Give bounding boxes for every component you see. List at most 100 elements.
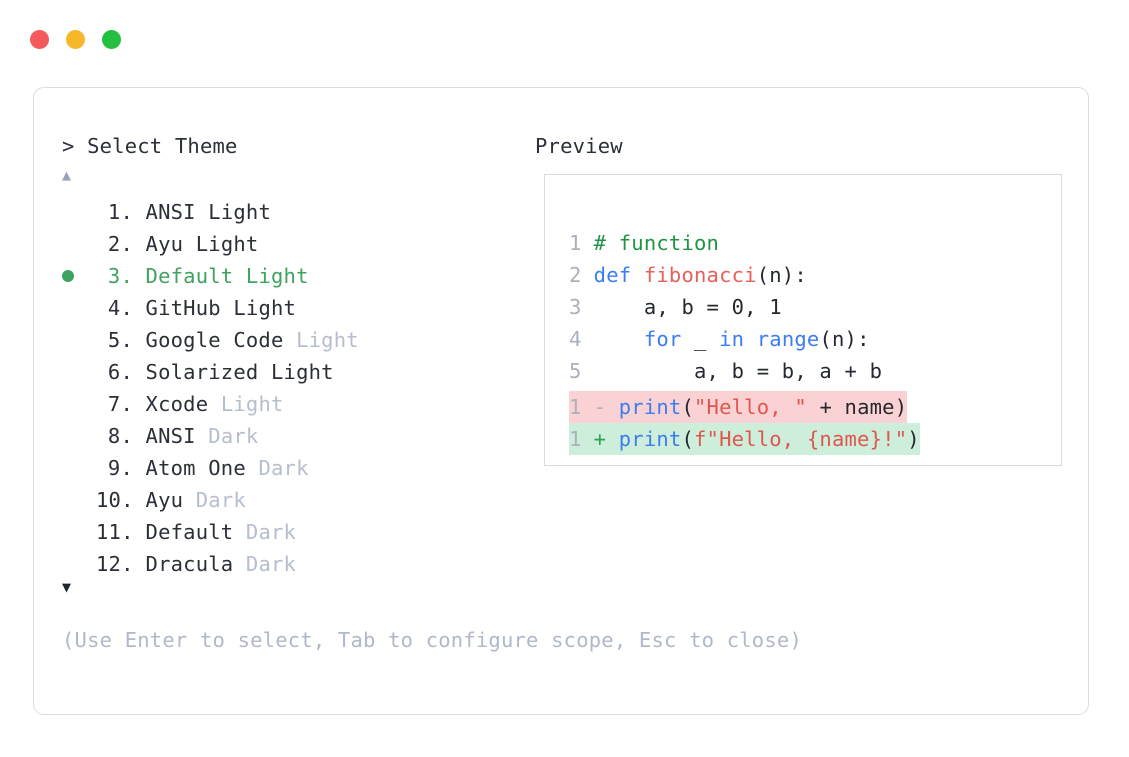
theme-option-name: Dracula xyxy=(133,552,246,576)
theme-option-variant: Light xyxy=(195,232,259,256)
theme-option-number: 3. xyxy=(107,264,134,288)
theme-option-12[interactable]: 12. Dracula Dark xyxy=(34,548,514,580)
theme-option-variant: Dark xyxy=(208,424,259,448)
theme-option-label: 4. GitHub Light xyxy=(96,292,296,324)
diff-token: ( xyxy=(681,395,695,419)
theme-option-label: 11. Default Dark xyxy=(96,516,296,548)
theme-option-name: Solarized xyxy=(133,360,271,384)
theme-option-label: 5. Google Code Light xyxy=(96,324,359,356)
theme-option-2[interactable]: 2. Ayu Light xyxy=(34,228,514,260)
code-line: 5 a, b = b, a + b xyxy=(569,355,882,387)
code-token: (n): xyxy=(756,263,807,287)
code-line: 1 # function xyxy=(569,227,882,259)
code-line: 4 for _ in range(n): xyxy=(569,323,882,355)
theme-option-number: 7. xyxy=(107,392,134,416)
code-token: (n): xyxy=(819,327,870,351)
theme-option-label: 8. ANSI Dark xyxy=(96,420,258,452)
theme-option-name: Google Code xyxy=(133,328,297,352)
window-titlebar xyxy=(30,30,121,49)
theme-option-5[interactable]: 5. Google Code Light xyxy=(34,324,514,356)
theme-option-label: 7. Xcode Light xyxy=(96,388,284,420)
theme-option-number: 1. xyxy=(107,200,134,224)
code-token: for xyxy=(643,327,682,351)
code-line-number: 1 xyxy=(569,231,582,255)
theme-option-6[interactable]: 6. Solarized Light xyxy=(34,356,514,388)
selected-bullet-icon xyxy=(62,270,74,282)
theme-option-number: 2. xyxy=(107,232,134,256)
theme-option-label: 1. ANSI Light xyxy=(96,196,271,228)
theme-option-3[interactable]: 3. Default Light xyxy=(34,260,514,292)
theme-option-number: 12. xyxy=(96,552,134,576)
theme-option-name: ANSI xyxy=(133,200,209,224)
code-line-number: 4 xyxy=(569,327,582,351)
code-line-number: 2 xyxy=(569,263,582,287)
diff-line-del: 1- print("Hello, " + name) xyxy=(569,391,908,423)
theme-option-label: 10. Ayu Dark xyxy=(96,484,246,516)
theme-option-11[interactable]: 11. Default Dark xyxy=(34,516,514,548)
theme-option-name: Default xyxy=(133,520,246,544)
theme-option-variant: Dark xyxy=(245,520,297,544)
theme-option-name: Atom One xyxy=(133,456,259,480)
code-token: in range xyxy=(719,327,820,351)
theme-option-variant: Dark xyxy=(245,552,297,576)
window-maximize-button[interactable] xyxy=(102,30,121,49)
window-close-button[interactable] xyxy=(30,30,49,49)
theme-option-label: 2. Ayu Light xyxy=(96,228,258,260)
keyboard-help-text: (Use Enter to select, Tab to configure s… xyxy=(62,628,802,652)
diff-token: "Hello, " xyxy=(694,395,807,419)
code-line: 3 a, b = 0, 1 xyxy=(569,291,882,323)
diff-token: ) xyxy=(907,427,920,451)
code-token: _ xyxy=(681,327,720,351)
code-token: a, b = b, a + b xyxy=(593,359,883,383)
diff-marker: + xyxy=(593,427,619,451)
theme-option-number: 6. xyxy=(107,360,134,384)
theme-option-4[interactable]: 4. GitHub Light xyxy=(34,292,514,324)
diff-sample: 1- print("Hello, " + name)1+ print(f"Hel… xyxy=(569,391,920,455)
theme-option-label: 6. Solarized Light xyxy=(96,356,334,388)
theme-option-variant: Light xyxy=(296,328,359,352)
diff-line-number: 1 xyxy=(569,427,582,451)
diff-line-number: 1 xyxy=(569,395,582,419)
theme-option-8[interactable]: 8. ANSI Dark xyxy=(34,420,514,452)
code-token: # function xyxy=(593,231,720,255)
diff-line-add: 1+ print(f"Hello, {name}!") xyxy=(569,423,920,455)
diff-token: print xyxy=(618,395,682,419)
diff-marker: - xyxy=(593,395,619,419)
diff-token: ( xyxy=(681,427,695,451)
scroll-up-arrow-icon[interactable]: ▲ xyxy=(62,166,72,184)
diff-token: + name) xyxy=(806,395,908,419)
theme-option-name: ANSI xyxy=(133,424,209,448)
theme-option-number: 4. xyxy=(107,296,134,320)
theme-option-10[interactable]: 10. Ayu Dark xyxy=(34,484,514,516)
theme-option-label: 12. Dracula Dark xyxy=(96,548,296,580)
theme-option-name: GitHub xyxy=(133,296,234,320)
theme-option-name: Ayu xyxy=(133,488,196,512)
theme-option-name: Xcode xyxy=(133,392,221,416)
theme-option-number: 5. xyxy=(107,328,134,352)
scroll-down-arrow-icon[interactable]: ▼ xyxy=(62,578,72,596)
theme-option-number: 11. xyxy=(96,520,134,544)
code-line-number: 5 xyxy=(569,359,582,383)
theme-option-number: 10. xyxy=(96,488,134,512)
code-line-number: 3 xyxy=(569,295,582,319)
theme-option-variant: Light xyxy=(233,296,297,320)
theme-option-1[interactable]: 1. ANSI Light xyxy=(34,196,514,228)
code-token xyxy=(594,327,644,351)
code-token: def xyxy=(593,263,644,287)
theme-option-9[interactable]: 9. Atom One Dark xyxy=(34,452,514,484)
theme-option-name: Default xyxy=(133,264,246,288)
window-minimize-button[interactable] xyxy=(66,30,85,49)
theme-option-name: Ayu xyxy=(133,232,196,256)
theme-option-label: 9. Atom One Dark xyxy=(96,452,309,484)
theme-option-variant: Light xyxy=(245,264,309,288)
theme-option-variant: Light xyxy=(220,392,284,416)
theme-option-variant: Light xyxy=(270,360,334,384)
theme-option-label: 3. Default Light xyxy=(96,260,309,292)
page-title: > Select Theme xyxy=(62,134,238,158)
preview-heading: Preview xyxy=(535,134,623,158)
theme-option-number: 8. xyxy=(107,424,134,448)
theme-option-7[interactable]: 7. Xcode Light xyxy=(34,388,514,420)
